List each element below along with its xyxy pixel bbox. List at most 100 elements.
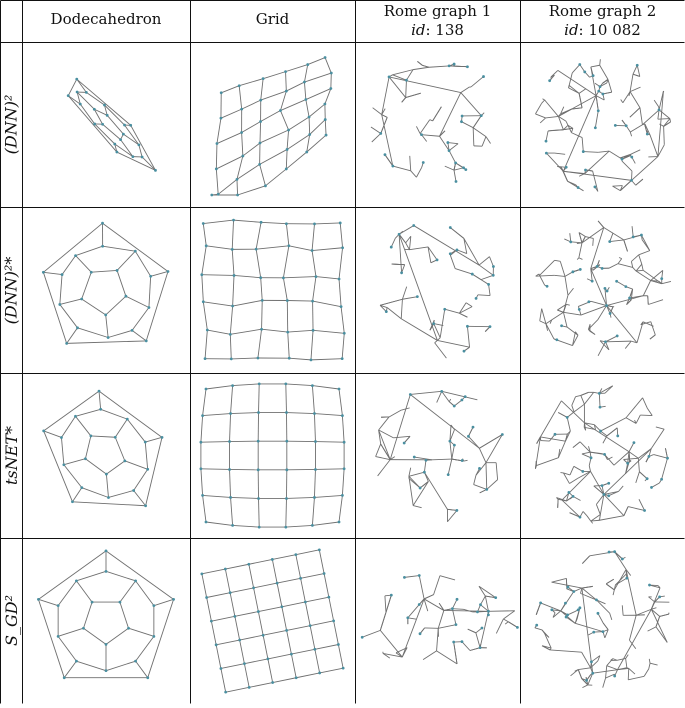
graph-node	[646, 477, 649, 480]
graph-edge	[613, 590, 614, 595]
graph-r1-c3	[371, 61, 491, 183]
graph-edge	[371, 127, 381, 134]
graph-edge	[489, 257, 493, 267]
graph-edge	[77, 79, 131, 125]
graph-edge	[606, 341, 632, 342]
graph-edge	[338, 644, 343, 668]
graph-node	[571, 270, 574, 273]
graph-node	[220, 117, 223, 120]
graph-r2-c1	[42, 222, 169, 345]
graph-edge	[283, 277, 316, 278]
graph-node	[648, 584, 651, 587]
graph-edge	[230, 334, 231, 359]
graph-edge	[82, 299, 106, 315]
graph-node	[205, 244, 208, 247]
graph-node	[449, 252, 452, 255]
graph-node	[419, 632, 422, 635]
graph-node	[554, 433, 557, 436]
graph-node	[231, 248, 234, 251]
graph-edge	[286, 384, 287, 413]
graph-edge	[99, 391, 101, 409]
graph-node	[412, 224, 415, 227]
graph-edge	[146, 437, 162, 505]
graph-node	[398, 233, 401, 236]
graph-node	[323, 103, 326, 106]
graph-node	[308, 116, 311, 119]
graph-node	[103, 104, 106, 107]
graph-node	[646, 133, 649, 136]
graph-edge	[416, 126, 420, 133]
graph-node	[261, 299, 264, 302]
graph-edge	[314, 223, 340, 224]
graph-edge	[636, 609, 651, 615]
graph-node	[601, 267, 604, 270]
graph-edge	[86, 92, 104, 105]
graph-node	[606, 290, 609, 293]
graph-edge	[487, 480, 498, 490]
graph-node	[330, 72, 333, 75]
graph-node	[280, 605, 283, 608]
graph-edge	[624, 507, 628, 516]
graph-edge	[203, 302, 232, 306]
graph-edge	[636, 264, 642, 271]
graph-node	[57, 635, 60, 638]
graph-edge	[91, 270, 117, 272]
graph-node	[425, 459, 428, 462]
graph-edge	[259, 498, 260, 527]
graph-edge	[581, 306, 607, 315]
graph-edge	[283, 278, 287, 301]
graph-edge	[314, 414, 342, 416]
graph-node	[572, 590, 575, 593]
graph-edge	[261, 222, 286, 223]
graph-edge	[591, 228, 604, 269]
graph-node	[595, 599, 598, 602]
graph-node	[229, 333, 232, 336]
graph-edge	[648, 296, 649, 305]
graph-node	[287, 244, 290, 247]
graph-node	[579, 516, 582, 519]
graph-edge	[540, 118, 545, 123]
graph-edge	[552, 578, 567, 582]
graph-node	[126, 418, 129, 421]
graph-edge	[573, 442, 580, 448]
graph-edge	[656, 427, 664, 429]
graph-node	[76, 91, 79, 94]
graph-node	[199, 467, 202, 470]
graph-edge	[582, 452, 590, 454]
graph-edge	[570, 466, 574, 475]
graph-node	[294, 553, 297, 556]
graph-edge	[468, 436, 479, 448]
graph-node	[101, 245, 104, 248]
graph-edge	[95, 124, 115, 144]
graph-edge	[291, 654, 296, 678]
graph-node	[75, 660, 78, 663]
graph-edge	[339, 279, 341, 307]
graph-node	[105, 669, 108, 672]
graph-edge	[438, 610, 444, 628]
graph-node	[119, 601, 122, 604]
graph-edge	[572, 397, 576, 406]
graph-edge	[231, 497, 259, 498]
graph-edge	[417, 61, 422, 65]
graph-edge	[342, 469, 344, 496]
graph-edge	[644, 669, 649, 676]
graph-node	[115, 151, 118, 154]
graph-node	[456, 248, 459, 251]
graph-node	[134, 579, 137, 582]
graph-node	[337, 643, 340, 646]
graph-node	[287, 129, 290, 132]
graph-node	[259, 276, 262, 279]
graph-node	[243, 662, 246, 665]
graph-edge	[263, 630, 286, 635]
graph-node	[482, 75, 485, 78]
graph-edge	[619, 257, 622, 258]
graph-node	[621, 158, 624, 161]
graph-edge	[628, 507, 644, 511]
graph-node	[454, 162, 457, 165]
graph-edge	[230, 469, 231, 497]
header-id-value: : 138	[425, 21, 463, 39]
graph-edge	[642, 240, 650, 251]
graph-edge	[454, 642, 457, 664]
graph-edge	[312, 386, 339, 389]
graph-node	[461, 115, 464, 118]
